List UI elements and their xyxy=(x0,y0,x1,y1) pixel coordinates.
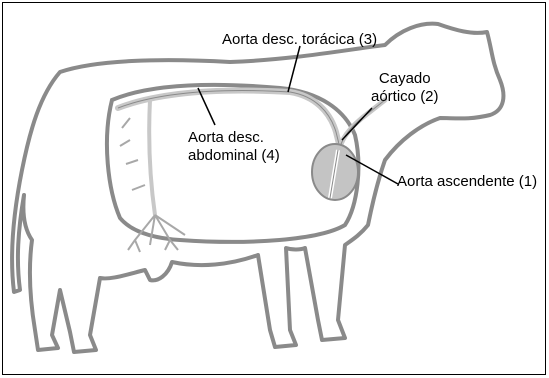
label-abdominal-aorta-line1: Aorta desc. xyxy=(188,129,280,147)
label-abdominal-aorta-line2: abdominal (4) xyxy=(188,147,280,165)
label-abdominal-aorta: Aorta desc. abdominal (4) xyxy=(188,129,280,165)
label-aortic-arch-line1: Cayado xyxy=(371,70,439,88)
label-thoracic-aorta: Aorta desc. torácica (3) xyxy=(222,31,377,49)
label-ascending-aorta: Aorta ascendente (1) xyxy=(397,173,537,191)
label-aortic-arch-line2: aórtico (2) xyxy=(371,88,439,106)
label-aortic-arch: Cayado aórtico (2) xyxy=(371,70,439,106)
